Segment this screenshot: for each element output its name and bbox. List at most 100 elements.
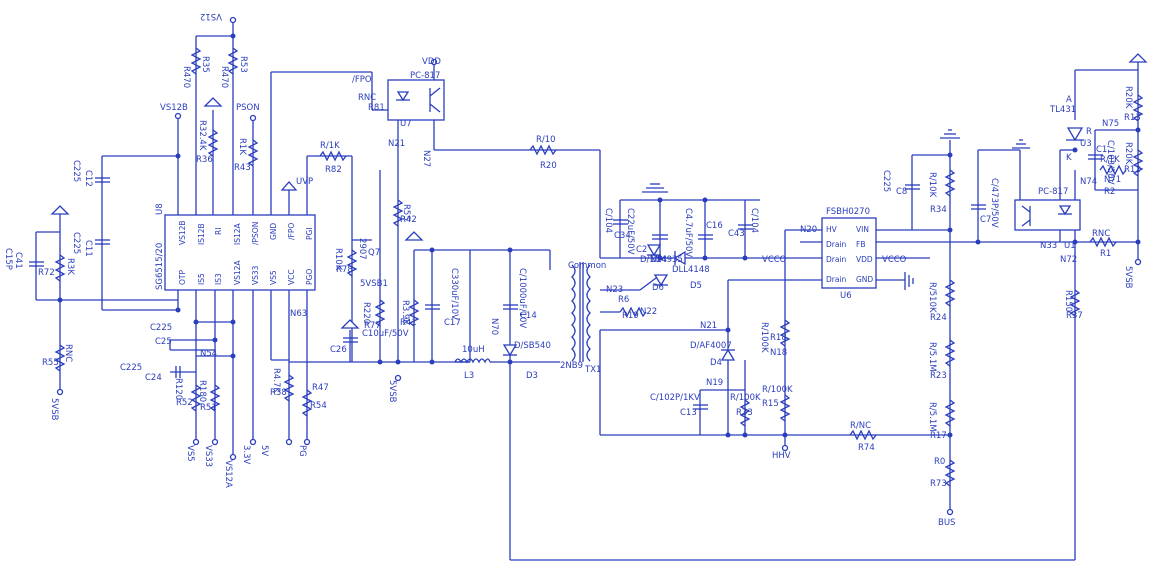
ground-symbols (50, 53, 1148, 329)
svg-text:C/104: C/104 (749, 208, 759, 233)
svg-text:R/5.1M: R/5.1M (927, 402, 937, 432)
svg-text:/PSON: /PSON (251, 222, 260, 245)
transformer-tx1 (571, 262, 591, 362)
svg-text:R55: R55 (42, 358, 59, 368)
svg-text:FSBH0270: FSBH0270 (826, 207, 870, 217)
junctions (56, 16, 1142, 516)
svg-text:VS12B: VS12B (160, 103, 188, 113)
svg-text:C4.7uF/50V: C4.7uF/50V (683, 208, 693, 257)
svg-text:2NB9: 2NB9 (560, 361, 583, 371)
svg-text:D5: D5 (690, 281, 702, 291)
svg-text:C2: C2 (636, 245, 647, 255)
svg-text:R19: R19 (622, 311, 639, 321)
svg-text:C43: C43 (728, 229, 745, 239)
svg-text:Drain: Drain (826, 275, 847, 284)
svg-text:R74: R74 (858, 443, 875, 453)
svg-text:R6: R6 (618, 295, 629, 305)
svg-text:C/473P/50V: C/473P/50V (989, 178, 999, 228)
svg-text:R/1K: R/1K (1100, 155, 1120, 165)
svg-text:C225: C225 (881, 170, 891, 192)
svg-text:C225: C225 (150, 323, 172, 333)
svg-text:R24: R24 (930, 313, 947, 323)
svg-text:VDD: VDD (856, 255, 873, 264)
svg-text:R36: R36 (196, 155, 213, 165)
svg-text:PC-817: PC-817 (410, 71, 440, 81)
svg-text:IS12A: IS12A (233, 222, 242, 245)
svg-text:3.3V: 3.3V (241, 445, 251, 465)
svg-text:R120: R120 (173, 378, 183, 400)
svg-text:U3: U3 (1080, 139, 1092, 149)
svg-text:BUS: BUS (938, 518, 955, 528)
svg-text:R4.7K: R4.7K (271, 368, 281, 393)
svg-text:N27: N27 (421, 150, 431, 167)
svg-text:R37: R37 (1066, 311, 1083, 321)
svg-text:R3.9K: R3.9K (400, 300, 410, 325)
svg-text:C11: C11 (83, 240, 93, 257)
svg-text:VS12: VS12 (200, 11, 222, 21)
svg-text:R51: R51 (200, 403, 217, 413)
svg-text:5VSB: 5VSB (49, 398, 59, 421)
svg-text:C225: C225 (120, 363, 142, 373)
svg-text:N21: N21 (700, 321, 717, 331)
svg-text:D4: D4 (710, 358, 722, 368)
svg-text:Q7: Q7 (368, 248, 380, 258)
svg-text:2907: 2907 (357, 238, 367, 260)
svg-text:R54: R54 (310, 401, 327, 411)
svg-text:R/10K: R/10K (927, 172, 937, 198)
svg-text:VS12B: VS12B (178, 220, 187, 245)
resistors (54, 47, 1144, 487)
svg-text:N21: N21 (388, 139, 405, 149)
svg-text:R77: R77 (364, 321, 381, 331)
svg-text:R: R (1086, 127, 1092, 137)
svg-text:R81: R81 (368, 103, 385, 113)
svg-text:Common: Common (568, 261, 606, 271)
svg-text:PSON: PSON (236, 103, 260, 113)
svg-text:N74: N74 (1080, 177, 1097, 187)
svg-text:VCCO: VCCO (762, 255, 787, 265)
svg-text:R/100K: R/100K (759, 322, 769, 353)
svg-text:R10K: R10K (333, 248, 343, 271)
svg-text:5VSB: 5VSB (387, 380, 397, 403)
svg-text:R53: R53 (238, 56, 248, 73)
svg-text:D/AF4007: D/AF4007 (690, 341, 732, 351)
svg-text:N63: N63 (290, 309, 307, 319)
svg-text:RNC: RNC (1092, 229, 1110, 239)
svg-text:R3K: R3K (65, 258, 75, 275)
svg-text:R/100K: R/100K (762, 385, 793, 395)
svg-text:D3: D3 (526, 371, 538, 381)
svg-text:VDD: VDD (422, 57, 441, 67)
svg-text:R33: R33 (736, 408, 753, 418)
svg-text:C25: C25 (155, 337, 172, 347)
svg-text:HHV: HHV (772, 451, 791, 461)
svg-text:VCCO: VCCO (882, 255, 907, 265)
svg-text:Drain: Drain (826, 255, 847, 264)
svg-text:N33: N33 (1040, 241, 1057, 251)
wires (35, 22, 1139, 561)
svg-text:R43: R43 (234, 163, 251, 173)
svg-text:VS33: VS33 (203, 445, 213, 467)
svg-text:R180: R180 (197, 380, 207, 402)
svg-text:U7: U7 (400, 119, 412, 129)
capacitors (29, 154, 1103, 410)
svg-text:R2: R2 (1104, 187, 1115, 197)
svg-text:R18: R18 (770, 333, 787, 343)
svg-text:10uH: 10uH (462, 345, 485, 355)
svg-text:R470: R470 (219, 66, 229, 88)
svg-text:FB: FB (856, 240, 865, 249)
svg-text:R82: R82 (325, 165, 342, 175)
svg-text:IS3: IS3 (214, 273, 223, 285)
optocoupler-u7 (387, 79, 445, 121)
svg-text:VS5: VS5 (269, 270, 278, 285)
svg-text:C/1000uF/10V: C/1000uF/10V (517, 268, 527, 328)
ic-u8: VS12B IS12B RI IS12A /PSON GND /FPO PGI … (155, 203, 316, 291)
svg-text:N22: N22 (640, 307, 657, 317)
svg-text:N72: N72 (1060, 255, 1077, 265)
svg-text:N23: N23 (606, 285, 623, 295)
svg-text:VS12A: VS12A (233, 260, 242, 285)
svg-text:/FPO: /FPO (287, 223, 296, 240)
svg-text:R72: R72 (38, 268, 55, 278)
svg-text:TL431: TL431 (1049, 105, 1076, 115)
svg-text:DLL4148: DLL4148 (672, 265, 710, 275)
tl431-u3 (1066, 127, 1084, 142)
